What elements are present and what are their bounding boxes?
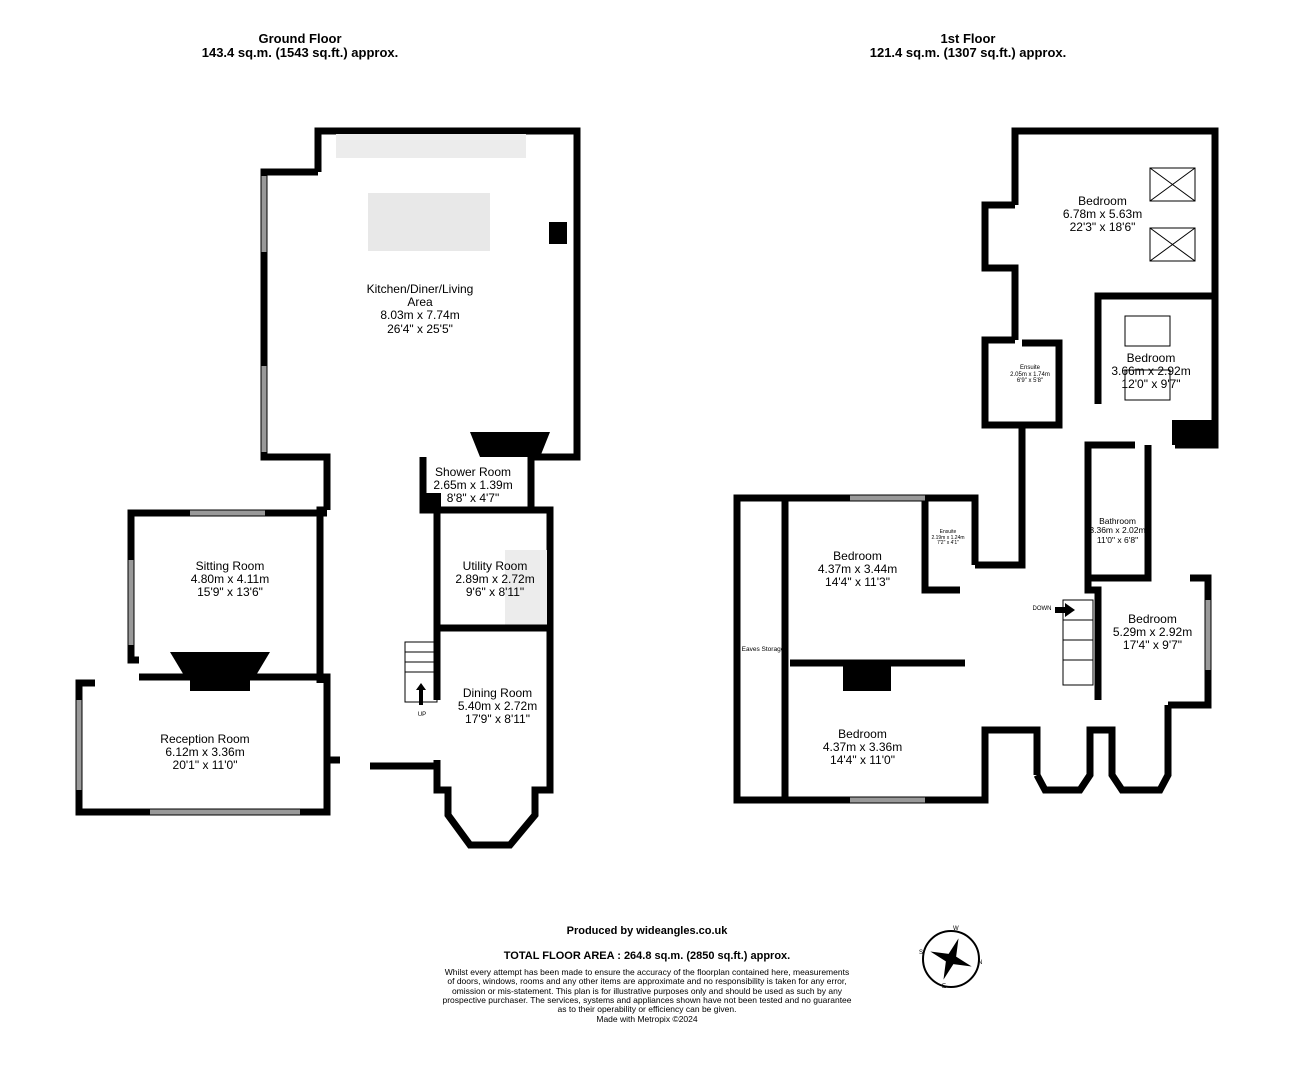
room-imperial: 11'0" x 6'8" <box>1096 534 1139 545</box>
room-imperial: 14'4" x 11'3" <box>825 575 890 590</box>
room-label-bedroom-5: Bedroom 4.37m x 3.36m 14'4" x 11'0" <box>805 727 920 768</box>
room-label-utility-room: Utility Room 2.89m x 2.72m 9'6" x 8'11" <box>440 559 550 600</box>
disclaimer-line: Whilst every attempt has been made to en… <box>444 967 850 977</box>
room-imperial: 22'3" x 18'6" <box>1069 220 1136 235</box>
room-metric: 2.65m x 1.39m <box>433 478 513 493</box>
room-name: Kitchen/Diner/Living <box>366 282 474 296</box>
room-metric: 2.89m x 2.72m <box>455 572 535 587</box>
room-metric: 4.80m x 4.11m <box>190 572 270 587</box>
room-imperial: 9'6" x 8'11" <box>465 585 525 600</box>
room-metric: 5.40m x 2.72m <box>457 699 538 714</box>
room-name: Reception Room <box>160 732 250 746</box>
room-label-bathroom: Bathroom 3.36m x 2.02m 11'0" x 6'8" <box>1080 516 1155 545</box>
room-name: Utility Room <box>462 559 528 573</box>
room-imperial: 17'9" x 8'11" <box>465 712 530 727</box>
compass-rose-icon: W S N E <box>918 926 984 992</box>
room-imperial: 20'1" x 11'0" <box>172 758 238 773</box>
room-metric: 8.03m x 7.74m <box>380 308 460 323</box>
room-metric: 4.37m x 3.44m <box>817 562 898 577</box>
first-floor-header: 1st Floor 121.4 sq.m. (1307 sq.ft.) appr… <box>838 31 1098 61</box>
first-floor-title: 1st Floor <box>940 31 996 46</box>
room-label-bedroom-1: Bedroom 6.78m x 5.63m 22'3" x 18'6" <box>1045 194 1160 235</box>
room-metric: 5.29m x 2.92m <box>1112 625 1193 640</box>
compass-n: N <box>978 960 983 966</box>
first-floor-area: 121.4 sq.m. (1307 sq.ft.) approx. <box>869 45 1067 61</box>
room-name: Ensuite <box>939 529 957 535</box>
first-floor-walls <box>733 127 1219 804</box>
room-metric: 6.12m x 3.36m <box>165 745 245 760</box>
disclaimer-line: omission or mis-statement. This plan is … <box>451 985 843 996</box>
room-label-dining-room: Dining Room 5.40m x 2.72m 17'9" x 8'11" <box>440 686 555 727</box>
room-name: Bedroom <box>1126 351 1176 365</box>
room-name: Bedroom <box>833 549 882 563</box>
stairs-up-label: UP <box>417 712 427 718</box>
room-metric: 6.78m x 5.63m <box>1062 207 1143 222</box>
room-label-ensuite-2: Ensuite 2.19m x 1.24m 7'2" x 4'1" <box>926 529 970 547</box>
room-label-kitchen: Kitchen/Diner/Living Area 8.03m x 7.74m … <box>340 282 500 336</box>
ground-floor-title: Ground Floor <box>258 31 342 46</box>
room-metric: 3.66m x 2.92m <box>1111 364 1191 379</box>
room-imperial: 26'4" x 25'5" <box>387 321 453 336</box>
room-label-bedroom-3: Bedroom 4.37m x 3.44m 14'4" x 11'3" <box>800 549 915 590</box>
room-name: Bedroom <box>1128 612 1177 626</box>
room-imperial: 12'0" x 9'7" <box>1121 377 1181 392</box>
room-label-sitting-room: Sitting Room 4.80m x 4.11m 15'9" x 13'6" <box>160 559 300 600</box>
room-imperial: 7'2" x 4'1" <box>937 540 959 546</box>
room-name: Bedroom <box>838 727 887 741</box>
ground-floor-area: 143.4 sq.m. (1543 sq.ft.) approx. <box>201 45 399 61</box>
disclaimer-line: as to their operability or efficiency ca… <box>557 1004 737 1015</box>
room-name: Shower Room <box>434 465 512 479</box>
room-name: Bedroom <box>1078 194 1127 208</box>
ground-floor-header: Ground Floor 143.4 sq.m. (1543 sq.ft.) a… <box>200 31 400 61</box>
room-imperial: 17'4" x 9'7" <box>1122 638 1183 653</box>
total-floor-area: TOTAL FLOOR AREA : 264.8 sq.m. (2850 sq.… <box>503 950 791 962</box>
room-imperial: 14'4" x 11'0" <box>830 753 895 768</box>
compass-e: E <box>942 984 947 990</box>
room-name: Dining Room <box>462 686 533 700</box>
room-label-bedroom-4: Bedroom 5.29m x 2.92m 17'4" x 9'7" <box>1100 612 1205 653</box>
room-name: Ensuite <box>1019 365 1040 371</box>
room-name: Sitting Room <box>195 559 265 573</box>
room-metric: 2.05m x 1.74m <box>1010 371 1050 378</box>
disclaimer-line: prospective purchaser. The services, sys… <box>442 995 852 1006</box>
room-metric: 4.37m x 3.36m <box>822 740 903 755</box>
room-label-ensuite-1: Ensuite 2.05m x 1.74m 6'9" x 5'8" <box>1000 365 1060 385</box>
made-with: Made with Metropix ©2024 <box>596 1013 698 1024</box>
produced-by: Produced by wideangles.co.uk <box>566 925 728 937</box>
eaves-storage-label: Eaves Storage <box>741 646 785 653</box>
ground-floor-walls <box>75 127 581 849</box>
disclaimer-line: of doors, windows, rooms and any other i… <box>447 976 847 987</box>
compass-w: W <box>953 926 959 932</box>
room-imperial: 15'9" x 13'6" <box>197 585 263 600</box>
room-metric: 2.19m x 1.24m <box>931 534 965 541</box>
room-label-reception-room: Reception Room 6.12m x 3.36m 20'1" x 11'… <box>130 732 280 773</box>
room-imperial: 8'8" x 4'7" <box>446 491 500 506</box>
stairs-down-label: DOWN <box>1032 606 1052 612</box>
room-label-shower-room: Shower Room 2.65m x 1.39m 8'8" x 4'7" <box>418 465 528 506</box>
room-name: Bathroom <box>1099 516 1136 526</box>
disclaimer: Whilst every attempt has been made to en… <box>397 967 897 1024</box>
room-imperial: 6'9" x 5'8" <box>1016 378 1044 385</box>
room-name: Area <box>407 295 433 310</box>
room-label-bedroom-2: Bedroom 3.66m x 2.92m 12'0" x 9'7" <box>1096 351 1206 392</box>
room-metric: 3.36m x 2.02m <box>1089 525 1146 536</box>
compass-s: S <box>919 950 924 956</box>
